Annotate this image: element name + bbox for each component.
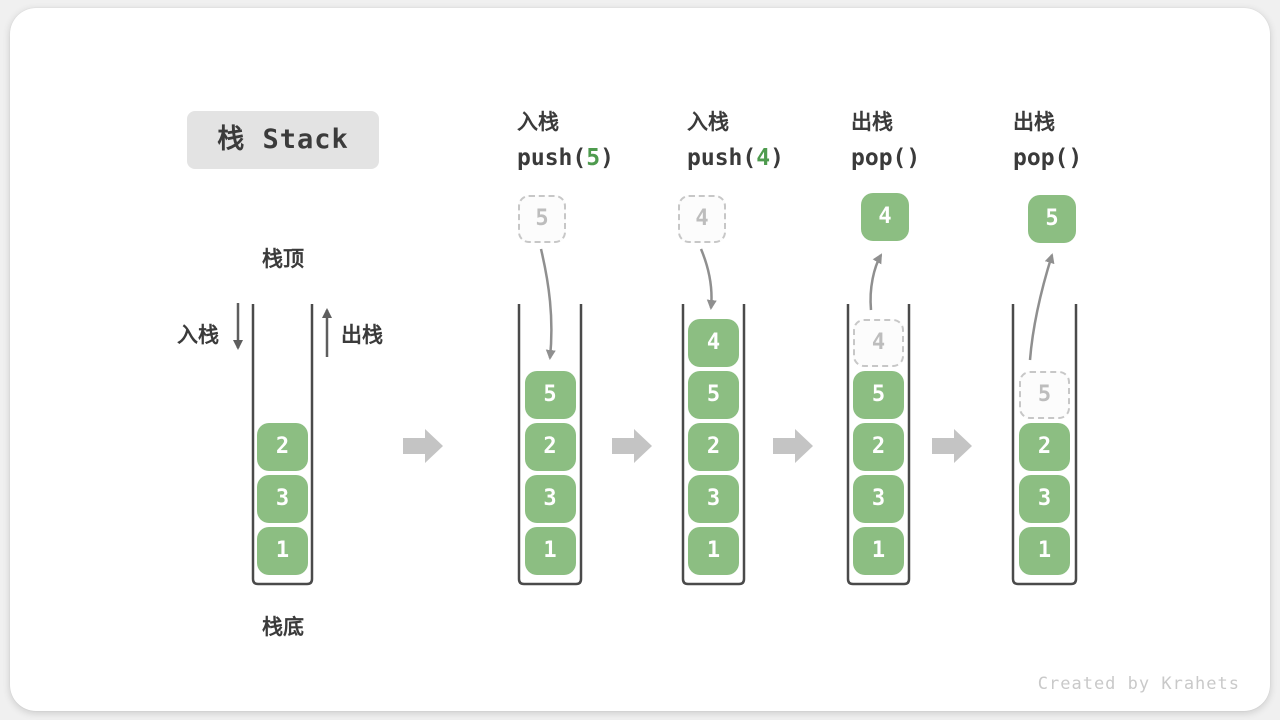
stack-element: 1 <box>853 527 904 575</box>
op-code-value: 5 <box>586 145 601 171</box>
stack-element: 5 <box>688 371 739 419</box>
stack-element: 5 <box>853 371 904 419</box>
op-label-cn: 入栈 <box>687 110 729 134</box>
stack-element: 1 <box>1019 527 1070 575</box>
stack-top-label: 栈顶 <box>262 247 304 271</box>
title-badge: 栈 Stack <box>187 111 379 169</box>
stack-element: 2 <box>688 423 739 471</box>
op-label-code: pop() <box>1013 145 1083 171</box>
op-label-code: push(5) <box>517 145 614 171</box>
op-code-value: 4 <box>756 145 771 171</box>
stack-element: 4 <box>688 319 739 367</box>
op-label-code: pop() <box>851 145 921 171</box>
op-label-code: push(4) <box>687 145 784 171</box>
ghost-slot-element: 4 <box>853 319 904 367</box>
ghost-slot-element: 5 <box>1019 371 1070 419</box>
stack-element: 5 <box>524 371 576 419</box>
stack-element: 2 <box>1019 423 1070 471</box>
op-label-pop-4: 出栈 pop() <box>851 106 920 171</box>
op-label-push-5: 入栈 push(5) <box>517 106 614 171</box>
stack-element: 3 <box>688 475 739 523</box>
op-label-cn: 入栈 <box>517 110 559 134</box>
stack-element: 1 <box>524 527 576 575</box>
push-side-label: 入栈 <box>177 323 219 347</box>
op-label-cn: 出栈 <box>851 110 893 134</box>
stack-element: 1 <box>257 527 308 575</box>
pop-side-label: 出栈 <box>341 323 383 347</box>
incoming-element-5: 5 <box>518 195 566 243</box>
popped-element-5: 5 <box>1028 195 1076 243</box>
stack-element: 3 <box>524 475 576 523</box>
op-label-pop-5: 出栈 pop() <box>1013 106 1082 171</box>
stack-element: 2 <box>853 423 904 471</box>
op-label-cn: 出栈 <box>1013 110 1055 134</box>
stack-element: 3 <box>1019 475 1070 523</box>
stack-element: 3 <box>257 475 308 523</box>
stack-element: 2 <box>257 423 308 471</box>
stack-element: 1 <box>688 527 739 575</box>
op-label-push-4: 入栈 push(4) <box>687 106 784 171</box>
stack-bottom-label: 栈底 <box>262 615 304 639</box>
popped-element-4: 4 <box>861 193 909 241</box>
stack-element: 3 <box>853 475 904 523</box>
watermark: Created by Krahets <box>1037 674 1240 694</box>
stack-element: 2 <box>524 423 576 471</box>
incoming-element-4: 4 <box>678 195 726 243</box>
